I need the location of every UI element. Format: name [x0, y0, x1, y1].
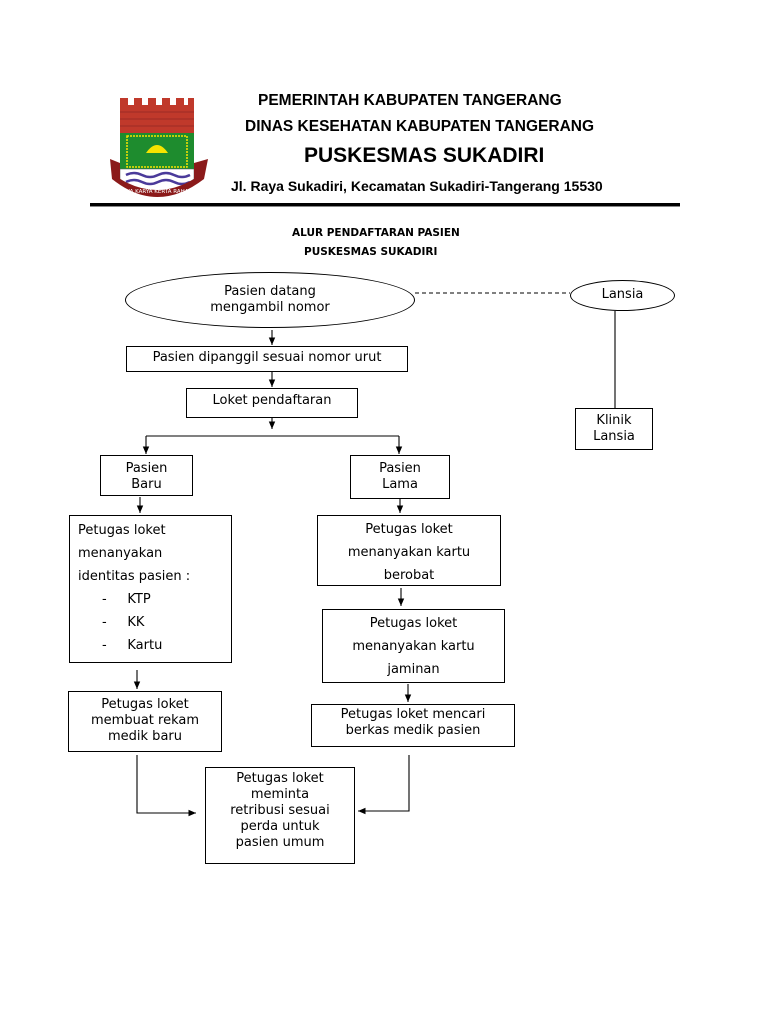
node-text: Baru: [131, 477, 162, 492]
berkas-medik-box: Petugas loket mencari berkas medik pasie…: [311, 704, 515, 747]
node-text: Petugas loket: [365, 522, 453, 537]
node-text: Pasien datang: [224, 284, 316, 299]
header-puskesmas: PUSKESMAS SUKADIRI: [304, 144, 545, 167]
node-text: menanyakan: [78, 546, 163, 561]
node-text: jaminan: [387, 662, 440, 677]
node-text: Lama: [382, 477, 418, 492]
node-text: meminta: [250, 787, 310, 802]
loket-box: Loket pendaftaran: [186, 388, 358, 418]
chart-title-line2: PUSKESMAS SUKADIRI: [304, 246, 438, 258]
header-rule: [90, 203, 680, 207]
node-text: Pasien dipanggil sesuai nomor urut: [152, 350, 382, 365]
list-item: - KK: [102, 615, 145, 630]
chart-title-line1: ALUR PENDAFTARAN PASIEN: [292, 227, 460, 239]
list-item-text: KK: [127, 615, 145, 630]
node-text: menanyakan kartu: [352, 639, 475, 654]
header-government: PEMERINTAH KABUPATEN TANGERANG: [258, 92, 562, 109]
list-item: - Kartu: [102, 638, 163, 653]
node-text: Pasien: [125, 461, 168, 476]
node-text: Pasien: [379, 461, 421, 476]
node-text: Petugas loket: [369, 616, 458, 631]
node-text: Klinik: [596, 413, 632, 428]
node-text: Petugas loket mencari: [340, 707, 486, 722]
arrow: [358, 755, 410, 815]
node-text: Petugas loket: [78, 523, 166, 538]
kartu-jaminan-box: Petugas loket menanyakan kartu jaminan: [322, 609, 505, 683]
header-address: Jl. Raya Sukadiri, Kecamatan Sukadiri-Ta…: [231, 178, 603, 194]
node-text: perda untuk: [240, 819, 320, 834]
node-text: Lansia: [601, 287, 644, 302]
node-text: Petugas loket: [101, 697, 189, 712]
identitas-box: Petugas loket menanyakan identitas pasie…: [69, 515, 232, 663]
pasien-baru-box: Pasien Baru: [100, 455, 193, 496]
start-ellipse: Pasien datang mengambil nomor: [125, 272, 415, 328]
header-department: DINAS KESEHATAN KABUPATEN TANGERANG: [245, 118, 595, 135]
node-text: medik baru: [108, 729, 182, 744]
node-text: Lansia: [593, 429, 635, 444]
node-text: menanyakan kartu: [347, 545, 471, 560]
list-item: - KTP: [102, 592, 151, 607]
lansia-ellipse: Lansia: [570, 280, 675, 311]
node-text: Petugas loket: [236, 771, 324, 786]
arrow: [136, 755, 196, 817]
node-text: berobat: [383, 568, 435, 583]
klinik-lansia-box: Klinik Lansia: [575, 408, 653, 450]
node-text: retribusi sesuai: [230, 803, 330, 818]
node-text: membuat rekam: [91, 713, 199, 728]
dipanggil-box: Pasien dipanggil sesuai nomor urut: [126, 346, 408, 372]
rekam-medik-box: Petugas loket membuat rekam medik baru: [68, 691, 222, 752]
list-item-text: KTP: [127, 592, 151, 607]
retribusi-box: Petugas loket meminta retribusi sesuai p…: [205, 767, 355, 864]
kabupaten-tangerang-logo: SATYA KARYA KERTA RAHARJA: [110, 98, 208, 197]
kartu-berobat-box: Petugas loket menanyakan kartu berobat: [317, 515, 501, 586]
list-item-text: Kartu: [127, 638, 163, 653]
node-text: identitas pasien :: [78, 569, 191, 584]
pasien-lama-box: Pasien Lama: [350, 455, 450, 499]
node-text: berkas medik pasien: [345, 723, 481, 738]
node-text: mengambil nomor: [210, 300, 330, 315]
svg-text:SATYA KARYA KERTA RAHARJA: SATYA KARYA KERTA RAHARJA: [116, 189, 197, 195]
node-text: Loket pendaftaran: [212, 393, 332, 408]
node-text: pasien umum: [235, 835, 325, 850]
